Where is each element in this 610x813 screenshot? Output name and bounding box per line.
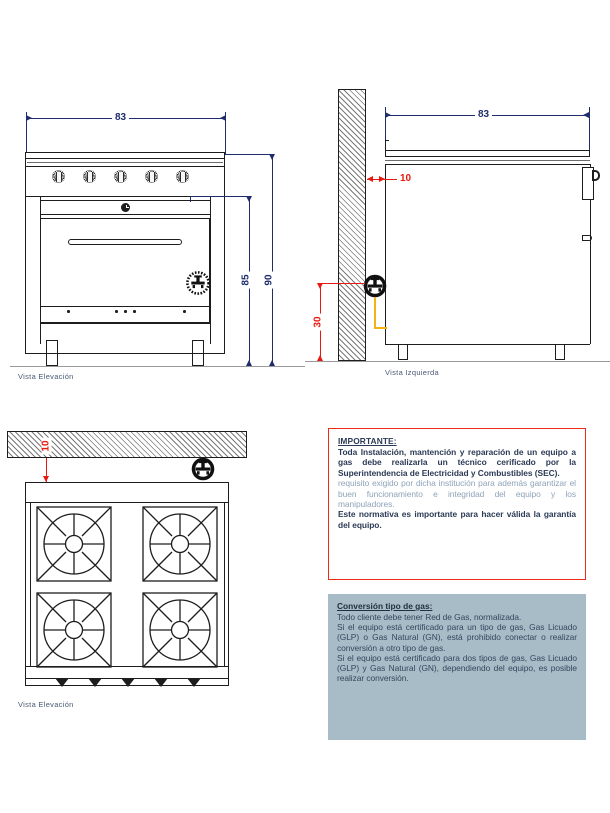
side-knob-upper: [592, 170, 600, 181]
knob-tab: [55, 678, 69, 687]
gas-conversion-note-box: Conversión tipo de gas: Todo cliente deb…: [328, 594, 586, 740]
burner-grate-2: [142, 506, 218, 582]
oven-screw: [183, 310, 186, 313]
ground-line: [305, 361, 610, 362]
conversion-note-paragraph: Todo cliente debe tener Red de Gas, norm…: [337, 612, 522, 622]
stove-body-outline: [25, 152, 225, 354]
stove-leg-front: [398, 344, 408, 360]
dimension-label-90: 90: [264, 271, 275, 289]
conversion-note-title: Conversión tipo de gas:: [337, 601, 433, 611]
oven-screw: [115, 310, 118, 313]
knob-tab: [88, 678, 102, 687]
gas-valve-icon: [190, 456, 216, 482]
oven-timer-icon: [121, 203, 130, 212]
conversion-note-paragraph: Si el equipo está certificado para un ti…: [337, 622, 577, 653]
dimension-label-10-plan: 10: [41, 437, 52, 455]
control-knob-4[interactable]: [145, 170, 158, 183]
oven-door-handle[interactable]: [68, 239, 182, 245]
burner-grate-4: [142, 592, 218, 668]
dimension-label-30: 30: [313, 313, 324, 331]
front-view-caption: Vista Elevación: [18, 372, 74, 381]
oven-screw: [124, 310, 127, 313]
knob-tab: [187, 678, 201, 687]
left-side-view: 83 10: [305, 80, 610, 390]
gas-valve-icon: [362, 273, 388, 299]
important-note-middle: requisito exigido por dicha institución …: [338, 478, 576, 510]
wall-hatch: [338, 89, 366, 361]
oven-door[interactable]: [40, 218, 210, 324]
left-view-caption: Vista Izquierda: [385, 368, 439, 377]
important-note-lead: Toda Instalación, mantención y reparació…: [338, 447, 576, 478]
oven-screw: [133, 310, 136, 313]
control-knob-1[interactable]: [52, 170, 65, 183]
top-view-caption: Vista Elevación: [18, 700, 74, 709]
front-elevation-view: 83: [0, 0, 305, 381]
knob-tab: [121, 678, 135, 687]
dimension-label-10-side: 10: [397, 174, 415, 184]
important-note-tail: Este normativa es importante para hacer …: [338, 509, 576, 530]
side-handle-upper: [582, 167, 594, 200]
control-knob-3[interactable]: [114, 170, 127, 183]
oven-screw: [67, 310, 70, 313]
stove-leg-right: [192, 340, 204, 366]
control-knob-5[interactable]: [176, 170, 189, 183]
side-knob-lower: [582, 235, 592, 241]
dimension-label-depth-83: 83: [475, 110, 493, 120]
dimension-label-83: 83: [112, 113, 130, 123]
important-note-title: IMPORTANTE:: [338, 436, 397, 446]
top-plan-view: 10: [0, 410, 305, 730]
dimension-label-85: 85: [241, 271, 252, 289]
gas-valve-icon: [185, 270, 211, 296]
burner-grate-1: [36, 506, 112, 582]
stove-leg-back: [555, 344, 565, 360]
conversion-note-paragraph: Si el equipo está certificado para dos t…: [337, 652, 577, 684]
knob-tab: [154, 678, 168, 687]
stove-leg-left: [46, 340, 58, 366]
gas-pipe: [374, 297, 376, 329]
ground-line: [10, 366, 305, 367]
important-note-box: IMPORTANTE: Toda Instalación, mantención…: [328, 428, 586, 580]
gas-pipe: [374, 327, 387, 329]
control-knob-2[interactable]: [83, 170, 96, 183]
cooktop-plate-side: [385, 150, 590, 157]
burner-grate-3: [36, 592, 112, 668]
